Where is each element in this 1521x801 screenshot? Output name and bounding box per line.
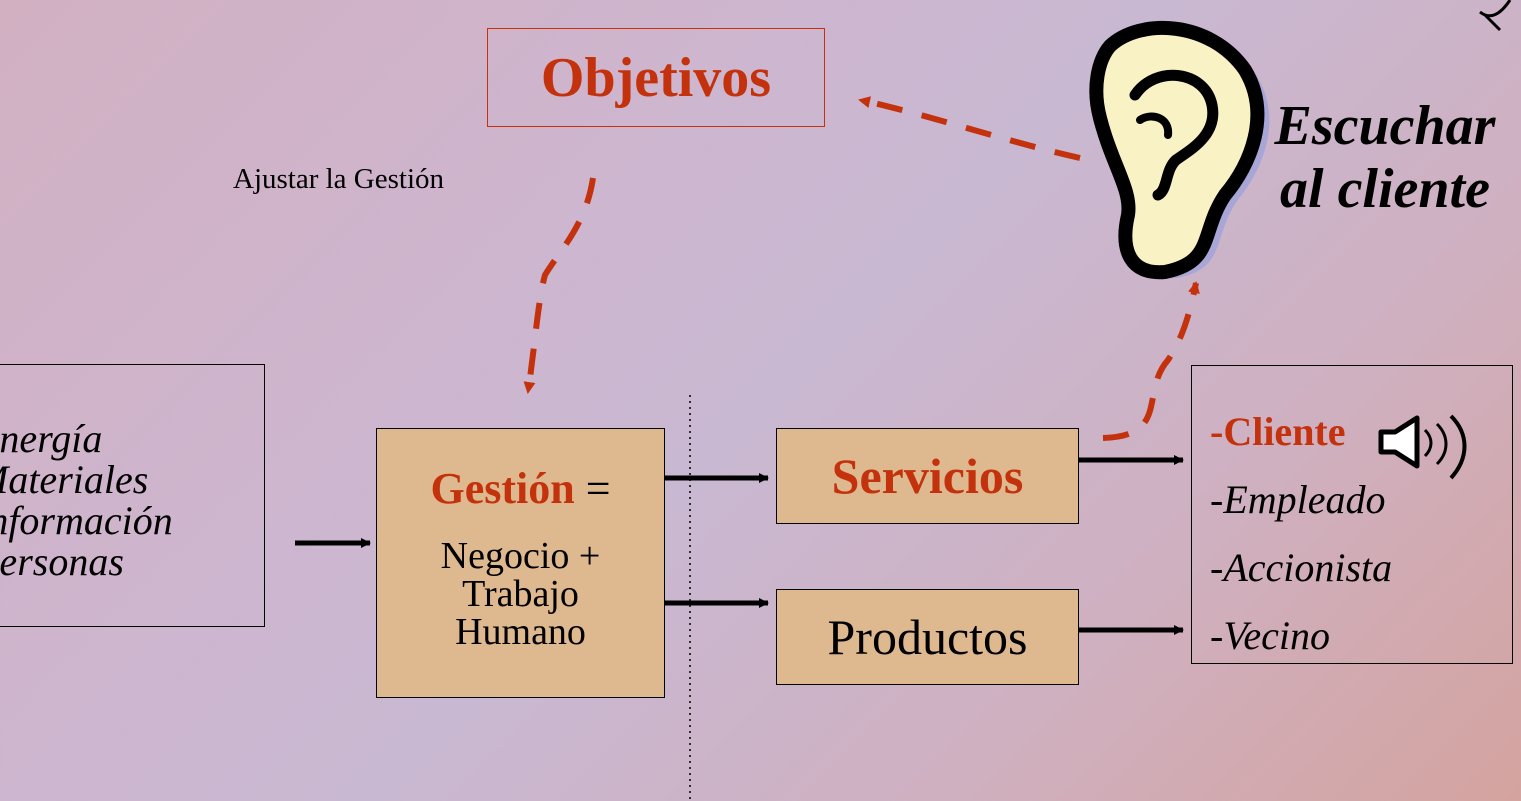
- productos-box: Productos: [776, 589, 1079, 685]
- gestion-equals: =: [585, 464, 611, 513]
- stakeholder-item: -Accionista: [1210, 545, 1393, 590]
- dashed-arrow-objetivos-to-gestion: [523, 177, 596, 394]
- dashed-arrow-servicios-to-ear: [1102, 281, 1200, 441]
- stakeholder-item: -Empleado: [1210, 477, 1386, 522]
- input-item: Energía: [0, 416, 103, 461]
- objetivos-label: Objetivos: [540, 46, 772, 109]
- productos-label: Productos: [827, 609, 1028, 665]
- gestion-line: Negocio +: [440, 535, 601, 577]
- input-item: Materiales: [0, 457, 149, 502]
- ajustar-label: Ajustar la Gestión: [233, 163, 445, 195]
- objetivos-box: Objetivos: [487, 28, 825, 127]
- servicios-label: Servicios: [831, 448, 1024, 504]
- ear-icon: [1089, 20, 1270, 280]
- gestion-line: Trabajo: [462, 573, 579, 615]
- speaker-icon: [1378, 414, 1467, 480]
- gestion-heading: Gestión =: [377, 463, 664, 514]
- stakeholder-item: -Vecino: [1210, 613, 1330, 658]
- clientes-box: -Cliente -Empleado -Accionista -Vecino: [1191, 365, 1513, 664]
- servicios-box: Servicios: [776, 428, 1079, 524]
- inputs-box: Energía Materiales Información Personas: [0, 364, 265, 627]
- cliente-label: -Cliente: [1210, 409, 1346, 454]
- escuchar-label: Escuchar al cliente: [1240, 95, 1521, 221]
- gestion-box: Gestión = Negocio + Trabajo Humano: [376, 428, 665, 698]
- gestion-line: Humano: [455, 611, 586, 653]
- dashed-arrow-ear-to-objetivos: [858, 96, 1081, 161]
- input-item: Información: [0, 498, 173, 543]
- escuchar-line: al cliente: [1280, 158, 1490, 220]
- input-item: Personas: [0, 539, 124, 584]
- escuchar-line: Escuchar: [1274, 95, 1496, 157]
- corner-decoration: [1479, 0, 1512, 32]
- gestion-title: Gestión: [430, 464, 575, 513]
